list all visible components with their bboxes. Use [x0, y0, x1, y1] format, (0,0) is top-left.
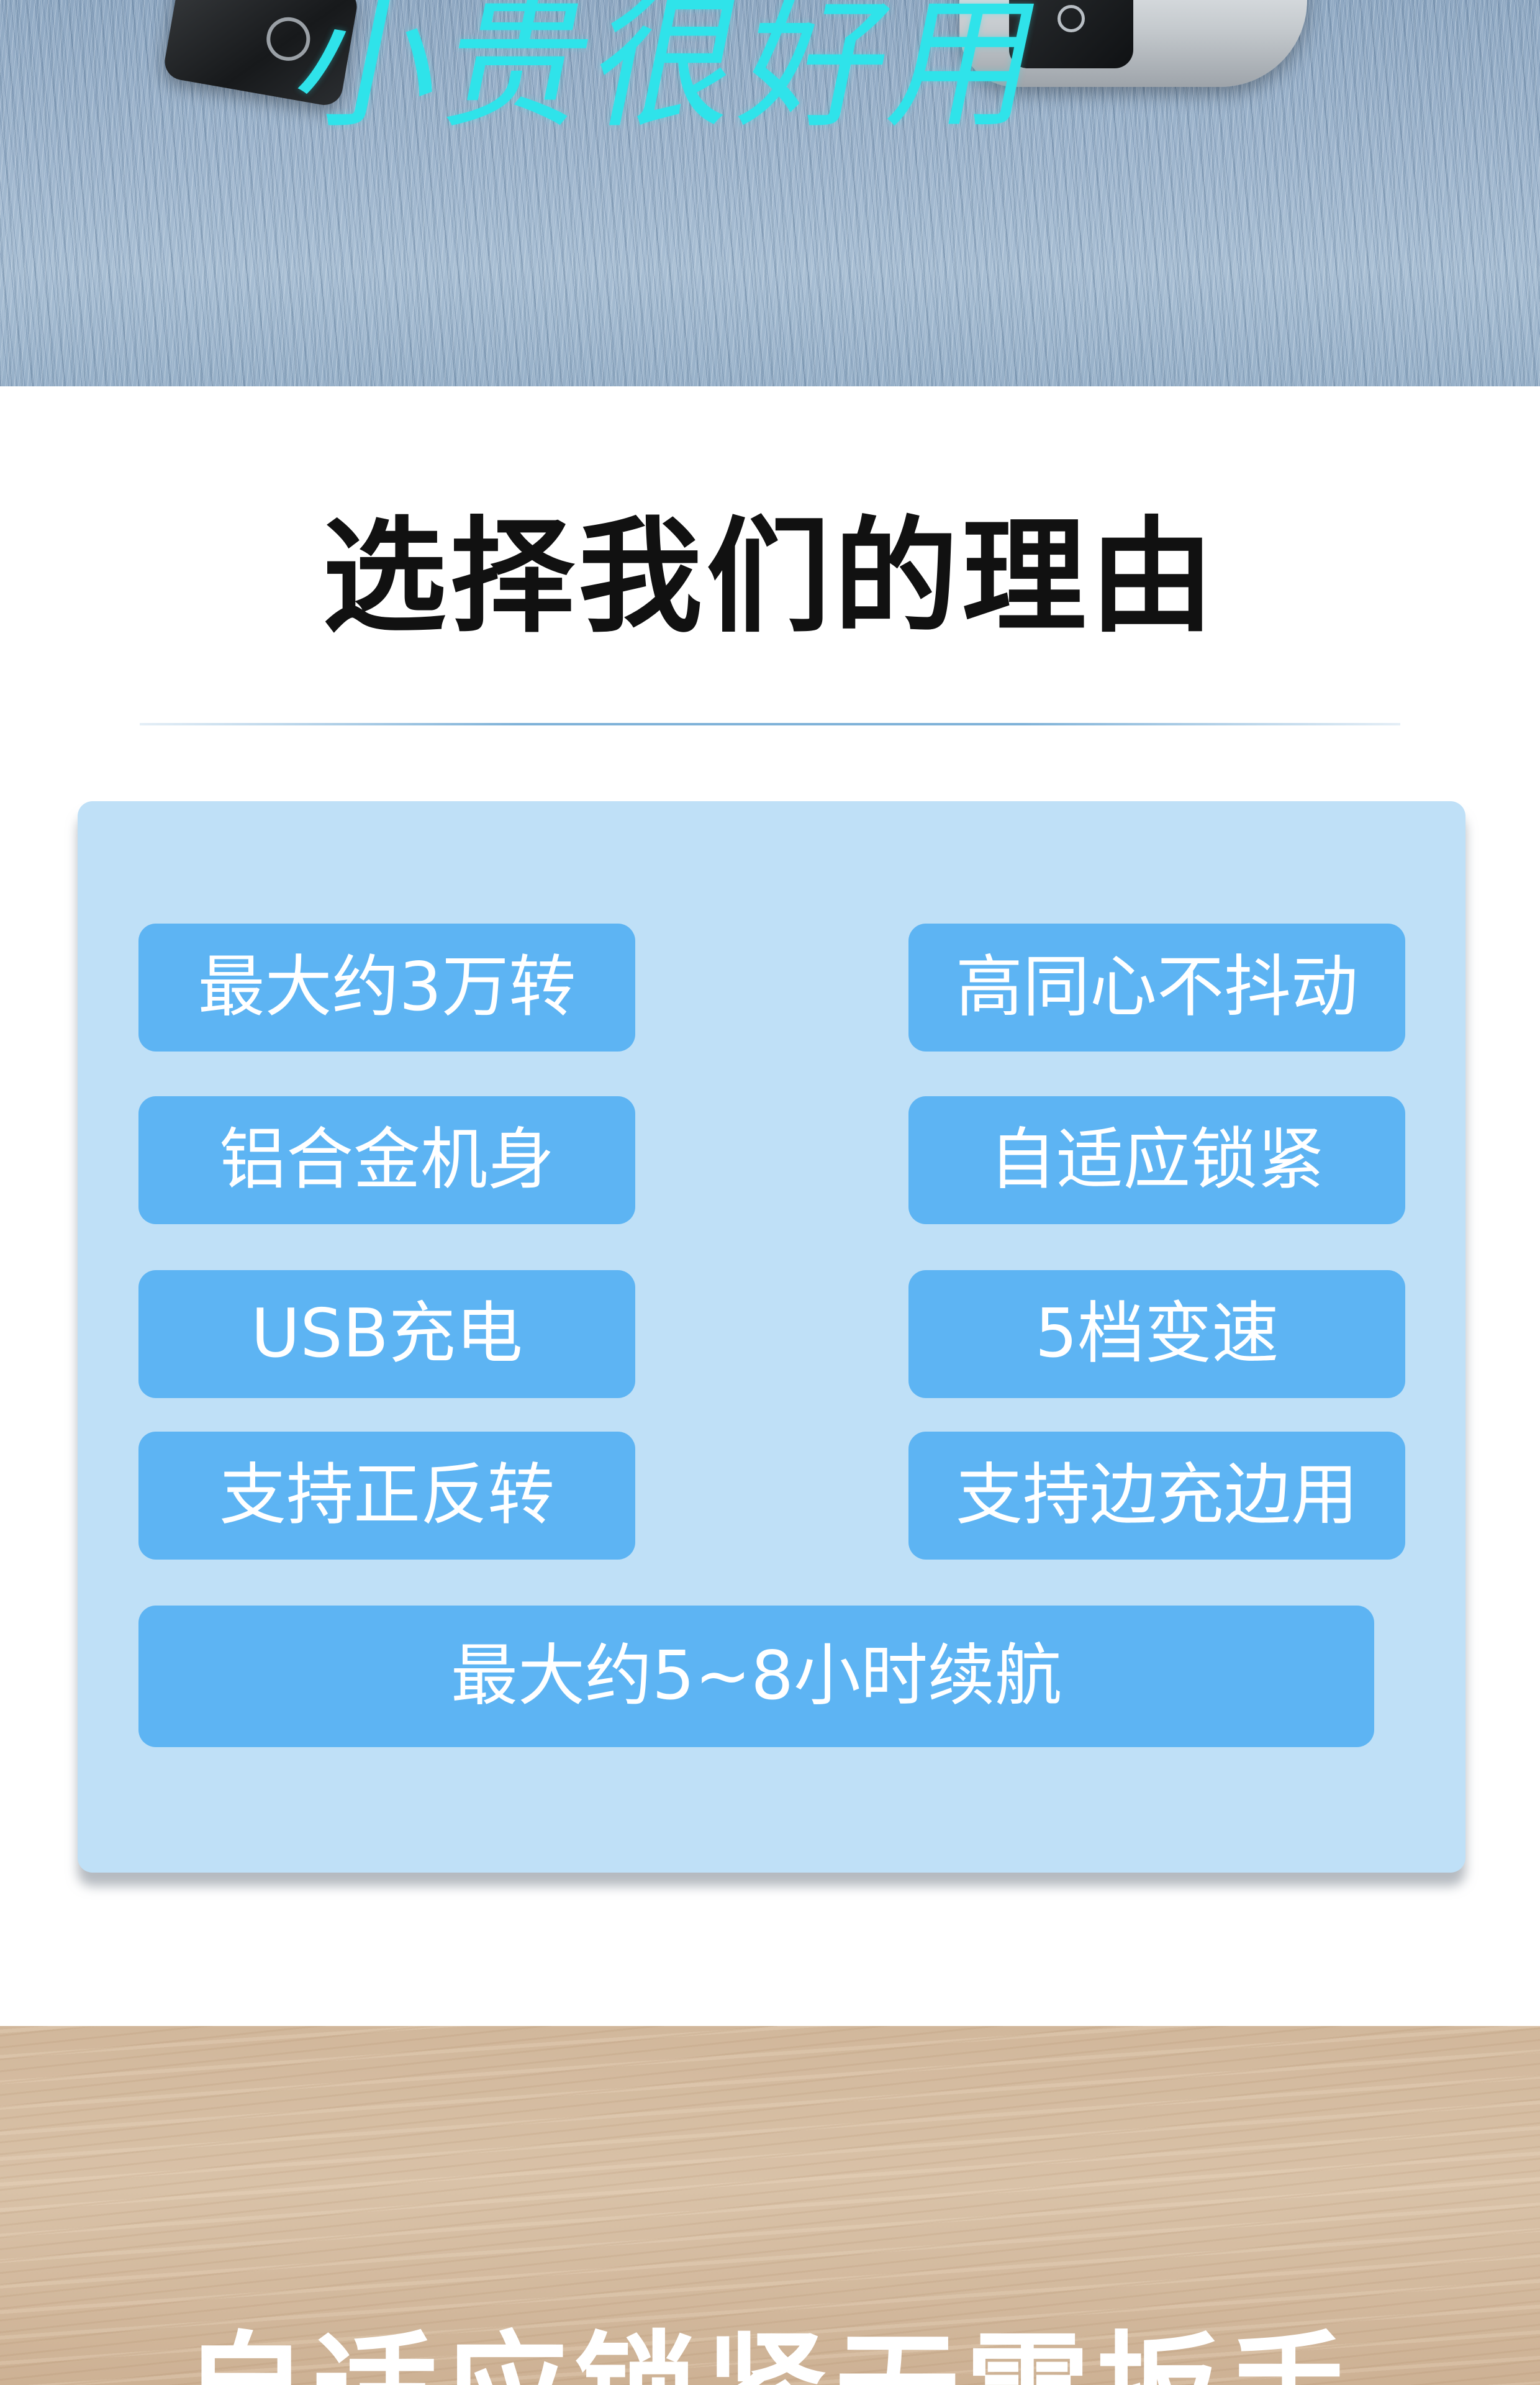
section-title: 选择我们的理由 — [322, 505, 1218, 650]
feature-pill-aluminum-body: 铝合金机身 — [138, 1096, 635, 1224]
feature-pill-usb-charging: USB充电 — [138, 1270, 635, 1398]
hero-banner: 小贵很好用 — [0, 0, 1540, 386]
feature-pill-concentricity: 高同心不抖动 — [908, 924, 1405, 1052]
title-divider — [140, 723, 1400, 725]
product-cap — [1009, 0, 1133, 68]
power-icon — [1058, 5, 1085, 32]
feature-pill-5-speed: 5档变速 — [908, 1270, 1405, 1398]
feature-pill-battery-life: 最大约5~8小时续航 — [138, 1606, 1374, 1747]
features-panel: 最大约3万转 高同心不抖动 铝合金机身 自适应锁紧 USB充电 5档变速 支持正… — [78, 801, 1465, 1873]
feature-pill-max-speed: 最大约3万转 — [138, 924, 635, 1052]
next-section-title: 自适应锁紧无需扳手 — [0, 2324, 1540, 2385]
feature-pill-reversible: 支持正反转 — [138, 1432, 635, 1560]
wood-section: 自适应锁紧无需扳手 — [0, 2026, 1540, 2385]
feature-pill-charge-while-use: 支持边充边用 — [908, 1432, 1405, 1560]
hero-slogan: 小贵很好用 — [280, 0, 1061, 148]
product-image-silver — [959, 0, 1307, 87]
feature-pill-adaptive-lock: 自适应锁紧 — [908, 1096, 1405, 1224]
